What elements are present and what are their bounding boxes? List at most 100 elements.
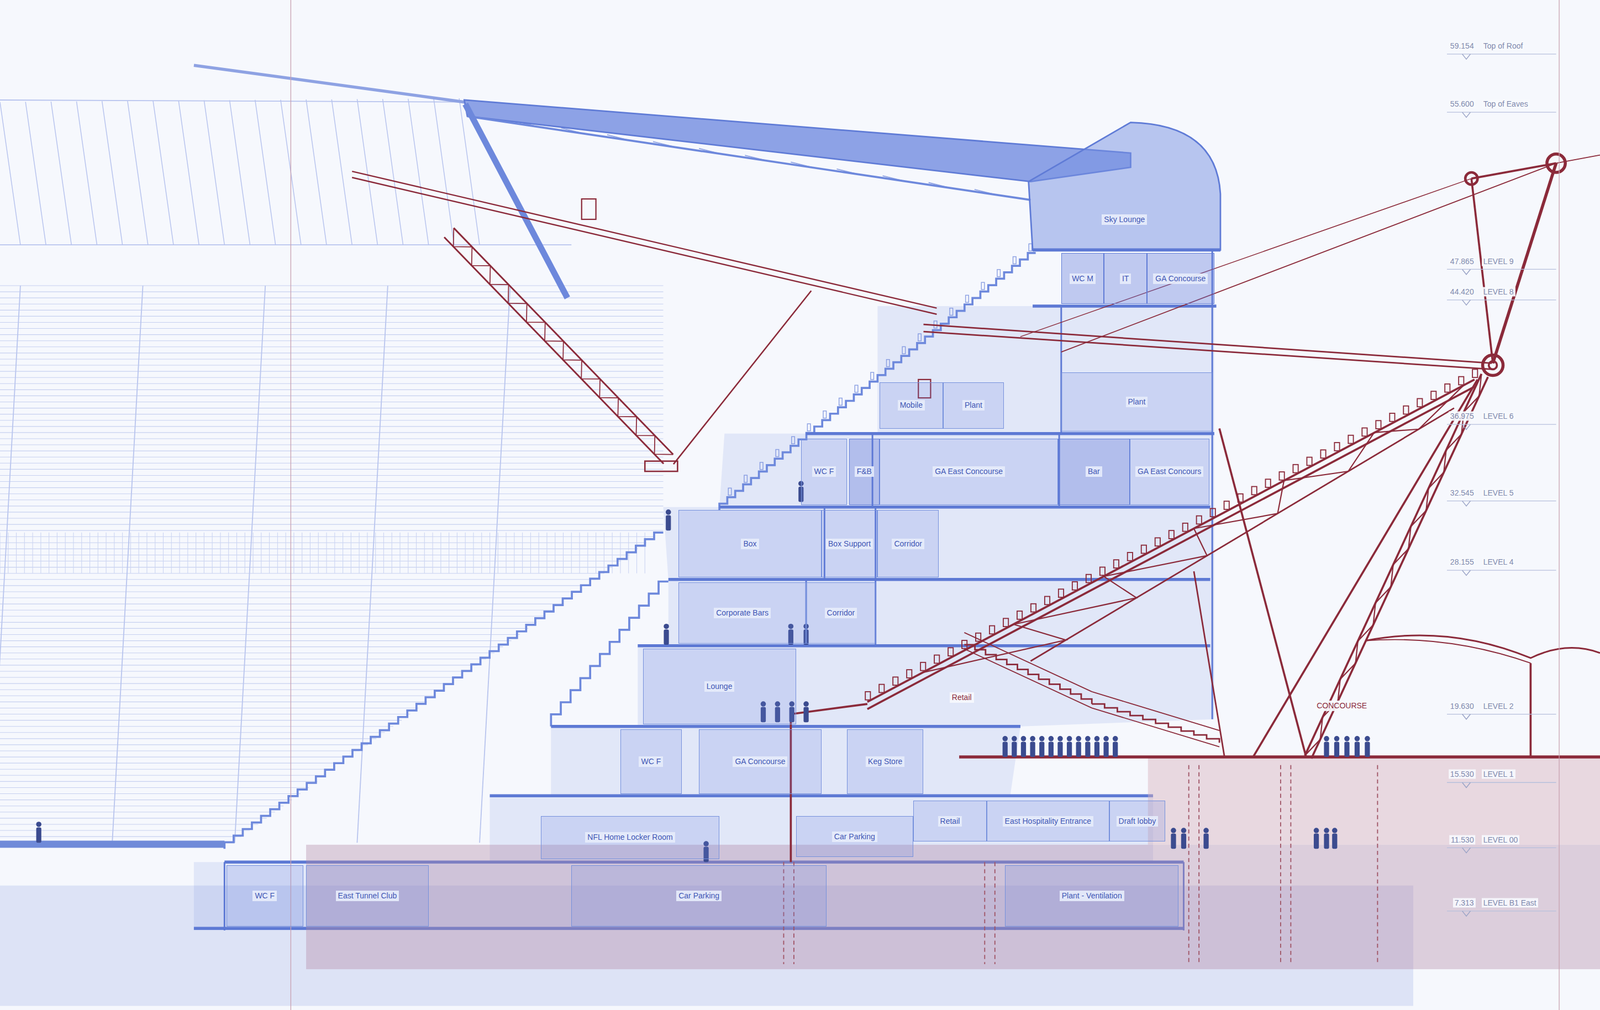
person-body (1364, 741, 1370, 757)
roof-truss-chord (467, 116, 1031, 200)
background-band-line (269, 532, 270, 574)
stair-handrail (1091, 691, 1220, 731)
person-body (663, 629, 669, 645)
temporary-seat (1224, 501, 1230, 510)
background-seat-row (0, 322, 664, 323)
person-body (1048, 741, 1054, 757)
level-marker (1462, 501, 1471, 507)
background-seat-row (0, 328, 664, 329)
stair-handrail (964, 632, 1092, 692)
room-box: Corridor (806, 582, 876, 644)
background-roof-truss (306, 99, 327, 245)
level-marker (1462, 300, 1471, 305)
room-box: Retail (913, 800, 987, 842)
background-seat-row (0, 634, 520, 635)
background-roof-truss (255, 100, 276, 245)
background-roof-truss (382, 98, 404, 245)
background-seat-row (0, 309, 664, 311)
background-seat-row (0, 560, 621, 562)
level-name: Top of Eaves (1481, 99, 1530, 109)
background-aisle (479, 285, 510, 843)
room-label: Draft lobby (1116, 816, 1159, 827)
background-seat-row (0, 462, 664, 464)
person-head (1039, 735, 1045, 742)
temporary-seat (920, 662, 926, 671)
person-body (1203, 833, 1209, 850)
room-box: GA East Concours (1129, 438, 1210, 505)
background-band-line (334, 532, 335, 574)
background-band-line (89, 532, 91, 574)
grid-line (290, 0, 292, 1010)
background-band-line (203, 532, 205, 574)
seat (870, 372, 875, 380)
room-box: Car Parking (796, 816, 914, 857)
background-band-line (187, 532, 188, 574)
temporary-works-zone (1148, 756, 1600, 845)
stair-stringer (964, 648, 1092, 708)
lattice-chord (444, 237, 664, 464)
room-label: Lounge (704, 681, 735, 692)
person-body (1334, 741, 1340, 757)
level-line (1446, 299, 1557, 300)
person-head (665, 509, 672, 515)
level-name: LEVEL 5 (1481, 487, 1516, 498)
level-name: LEVEL 1 (1481, 769, 1516, 780)
background-seat-row (0, 334, 664, 335)
room-box: Plant (943, 382, 1005, 429)
background-band-line (0, 532, 1, 574)
room-label: East Hospitality Entrance (1002, 816, 1094, 827)
person-head (663, 623, 670, 630)
temporary-seat (1017, 611, 1023, 620)
piles (783, 765, 1378, 965)
room-box: IT (1103, 253, 1147, 304)
background-roof-truss (203, 100, 225, 245)
room-label: Mobile (897, 400, 925, 411)
room-label: WC F (812, 466, 837, 477)
room-label: GA Concourse (1153, 273, 1208, 284)
level-elevation: 55.600 (1448, 99, 1476, 109)
background-band-line (522, 532, 523, 574)
person-head (35, 821, 42, 828)
temporary-seat (948, 647, 954, 656)
person-head (1364, 735, 1371, 742)
background-band-line (195, 532, 197, 574)
background-band-line (301, 532, 303, 574)
background-seat-row (0, 475, 664, 476)
background-roof-truss (0, 102, 21, 246)
background-band-line (40, 532, 41, 574)
background-band-line (24, 532, 25, 574)
temporary-seat (1306, 457, 1312, 466)
background-band-line (497, 532, 499, 574)
background-seat-row (0, 750, 360, 751)
room-label: Sky Lounge (1101, 214, 1147, 225)
temporary-seat (1430, 391, 1436, 400)
level-name: LEVEL 4 (1481, 557, 1516, 567)
room-box: Plant (1061, 372, 1213, 432)
background-seat-row (0, 425, 664, 427)
person-head (1203, 827, 1209, 834)
background-seat-row (0, 499, 664, 500)
temporary-seat (934, 655, 940, 664)
background-band-line (113, 532, 115, 574)
background-seat-row (0, 762, 343, 764)
person-body (1323, 833, 1329, 850)
level-elevation: 59.154 (1448, 41, 1476, 51)
level-name: LEVEL 2 (1481, 701, 1516, 711)
background-seat-row (0, 542, 647, 544)
background-seat-row (0, 664, 478, 666)
background-band-line (546, 532, 547, 574)
person-head (1334, 735, 1340, 742)
background-seat-row (0, 775, 326, 776)
background-band-line (481, 532, 482, 574)
background-band-line (138, 532, 140, 574)
level-elevation: 19.630 (1448, 701, 1476, 711)
temporary-seat (1292, 464, 1298, 473)
background-roof-truss (76, 101, 98, 246)
room-box: Corporate Bars (678, 582, 807, 644)
background-aisle (234, 285, 266, 843)
seat (1028, 243, 1033, 251)
lattice-web (453, 228, 674, 455)
level-elevation: 28.155 (1448, 557, 1476, 567)
person-head (1170, 827, 1177, 834)
